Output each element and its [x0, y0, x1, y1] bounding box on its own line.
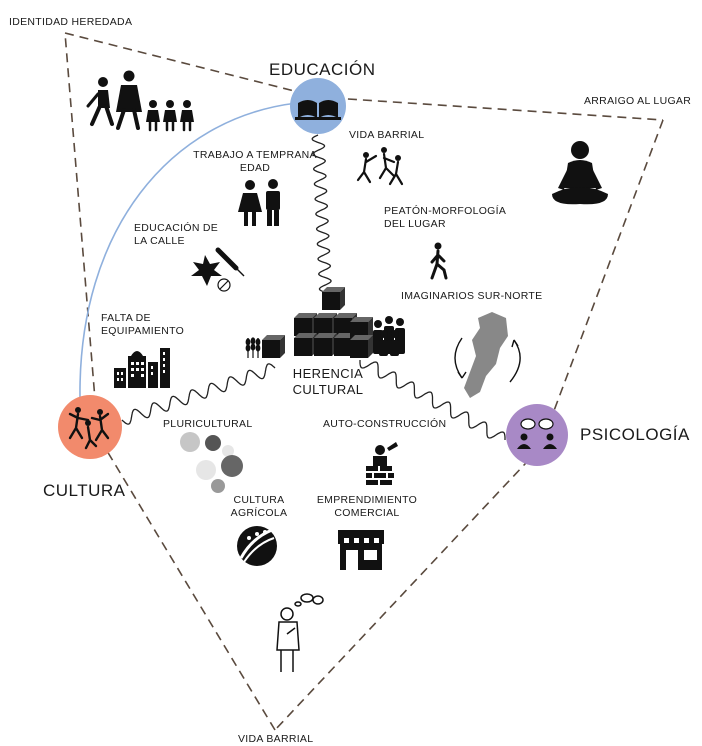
center-label: HERENCIA CULTURAL — [280, 366, 376, 398]
conversation-icon — [517, 418, 557, 449]
leaf-syringe-icon — [191, 247, 245, 292]
label-cultura-agricola-line1: CULTURA — [233, 494, 285, 506]
label-emprendimiento-line2: COMERCIAL — [334, 507, 400, 519]
meditation-icon — [552, 141, 608, 205]
dancing-people-icon — [68, 407, 110, 450]
label-peaton-line2: DEL LUGAR — [384, 218, 446, 230]
label-vida-barrial: VIDA BARRIAL — [349, 129, 425, 141]
label-educacion-calle-line2: LA CALLE — [134, 235, 185, 247]
cubes-icon — [262, 287, 373, 358]
pole-label-educacion: EDUCACIÓN — [269, 60, 376, 79]
dancers-icon — [356, 147, 404, 186]
center-label-line1: HERENCIA — [292, 366, 364, 381]
label-trabajo: TRABAJO A TEMPRANA EDAD — [190, 149, 320, 175]
label-trabajo-line2: EDAD — [239, 162, 271, 174]
label-cultura-agricola: CULTURA AGRÍCOLA — [222, 494, 296, 520]
crowd-icon — [373, 316, 405, 356]
pole-label-cultura: CULTURA — [43, 481, 126, 500]
label-pluricultural: PLURICULTURAL — [163, 418, 253, 430]
label-falta-line2: EQUIPAMIENTO — [101, 325, 185, 337]
label-falta-line1: FALTA DE — [101, 312, 151, 324]
label-imaginarios: IMAGINARIOS SUR-NORTE — [401, 290, 543, 302]
label-emprendimiento-line1: EMPRENDIMIENTO — [316, 494, 418, 506]
wave-educacion-herencia — [311, 134, 333, 301]
open-book-icon — [295, 100, 341, 120]
center-label-line2: CULTURAL — [292, 382, 364, 397]
label-cultura-agricola-line2: AGRÍCOLA — [230, 507, 288, 519]
label-educacion-calle: EDUCACIÓN DE LA CALLE — [134, 222, 218, 248]
country-map-icon — [454, 312, 521, 398]
label-peaton: PEATÓN-MORFOLOGÍA DEL LUGAR — [384, 205, 506, 231]
cultura-circle — [58, 395, 122, 459]
pedestrian-icon — [430, 242, 448, 280]
label-falta-equipamiento: FALTA DE EQUIPAMIENTO — [101, 312, 184, 338]
agriculture-icon — [237, 526, 277, 566]
thinking-person-icon — [276, 593, 324, 672]
shop-icon — [338, 530, 384, 570]
wave-herencia-psicologia — [359, 360, 506, 440]
dashed-frame — [64, 32, 664, 731]
label-trabajo-line1: TRABAJO A TEMPRANA — [193, 149, 317, 161]
label-auto-construccion: AUTO-CONSTRUCCIÓN — [323, 418, 447, 430]
couple-icon — [238, 179, 280, 226]
bubbles-icon — [180, 432, 243, 493]
buildings-icon — [114, 348, 170, 388]
family-icon — [86, 70, 194, 132]
pole-label-psicologia: PSICOLOGÍA — [580, 425, 690, 444]
bricklayer-icon — [366, 442, 398, 485]
label-emprendimiento: EMPRENDIMIENTO COMERCIAL — [312, 494, 422, 520]
wheat-icon — [245, 337, 261, 358]
label-educacion-calle-line1: EDUCACIÓN DE — [134, 222, 219, 234]
label-peaton-line1: PEATÓN-MORFOLOGÍA — [384, 205, 507, 217]
corner-label-identidad: IDENTIDAD HEREDADA — [9, 16, 133, 28]
psicologia-circle — [506, 404, 568, 466]
corner-label-arraigo: ARRAIGO AL LUGAR — [584, 95, 692, 107]
wavy-connectors — [121, 134, 506, 440]
corner-label-vida-barrial: VIDA BARRIAL — [238, 733, 314, 745]
wave-cultura-herencia — [121, 363, 276, 425]
education-culture-arc — [79, 102, 298, 399]
